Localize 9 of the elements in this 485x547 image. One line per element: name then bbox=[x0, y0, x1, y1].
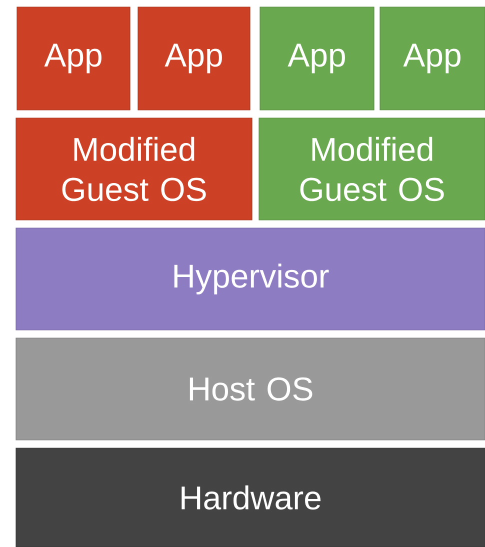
host-os-layer: Host OS bbox=[16, 338, 485, 440]
app-box: App bbox=[380, 6, 485, 110]
guest-os-box: Modified Guest OS bbox=[16, 118, 252, 220]
guest-os-box: Modified Guest OS bbox=[258, 118, 485, 220]
app-box: App bbox=[260, 6, 374, 110]
hypervisor-layer: Hypervisor bbox=[16, 228, 485, 330]
app-box: App bbox=[138, 6, 250, 110]
app-box: App bbox=[16, 6, 130, 110]
hardware-layer: Hardware bbox=[16, 448, 485, 547]
